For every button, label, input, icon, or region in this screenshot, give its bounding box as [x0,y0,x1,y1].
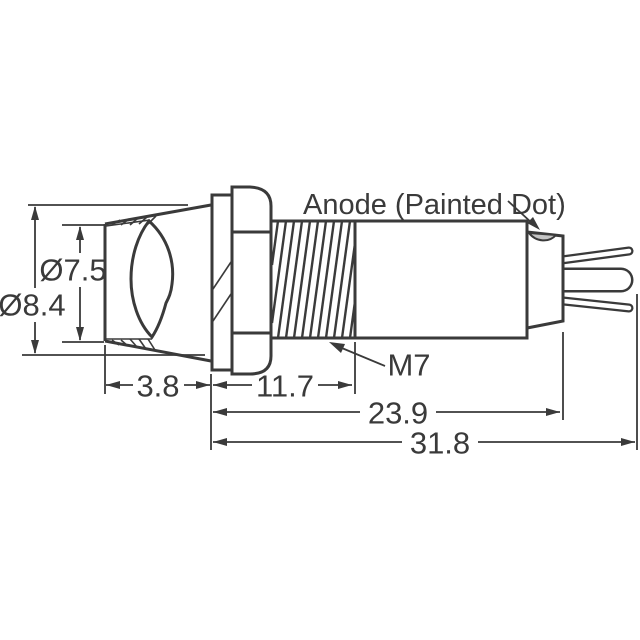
thread-spec-annotation: M7 [329,342,431,383]
end-cap [525,230,565,330]
anode-painted-dot [526,231,559,242]
bezel-head [103,203,212,363]
anode-annotation: Anode (Painted Dot) [303,189,566,230]
dim-lens-diameter: Ø7.5 [39,224,107,343]
thread-spec-label: M7 [387,348,430,383]
dim-overall-length: 31.8 [213,426,635,461]
anode-leader-arrowhead [527,217,540,230]
dim-bezel-depth: 3.8 [106,369,210,404]
thread-length-label: 11.7 [256,369,314,404]
threaded-bushing [270,219,358,340]
body-cylinder [353,219,529,340]
anode-note-label: Anode (Painted Dot) [303,189,566,221]
dim-bezel-diameter: Ø8.4 [0,204,205,356]
bezel-diameter-label: Ø8.4 [0,288,66,323]
body-length-label: 23.9 [368,396,428,431]
lead-pins [541,246,634,313]
mounting-panel [210,193,234,372]
overall-length-label: 31.8 [410,426,470,461]
lens-diameter-label: Ø7.5 [39,253,106,288]
dimension-extension-lines [104,294,638,450]
bezel-depth-label: 3.8 [136,369,179,404]
lens-dome [129,218,175,340]
dim-thread-length: 11.7 [213,369,352,404]
hex-nut [230,185,273,376]
m7-leader-arrowhead [329,342,345,353]
dim-body-length: 23.9 [213,396,560,431]
component-outline [103,185,634,376]
